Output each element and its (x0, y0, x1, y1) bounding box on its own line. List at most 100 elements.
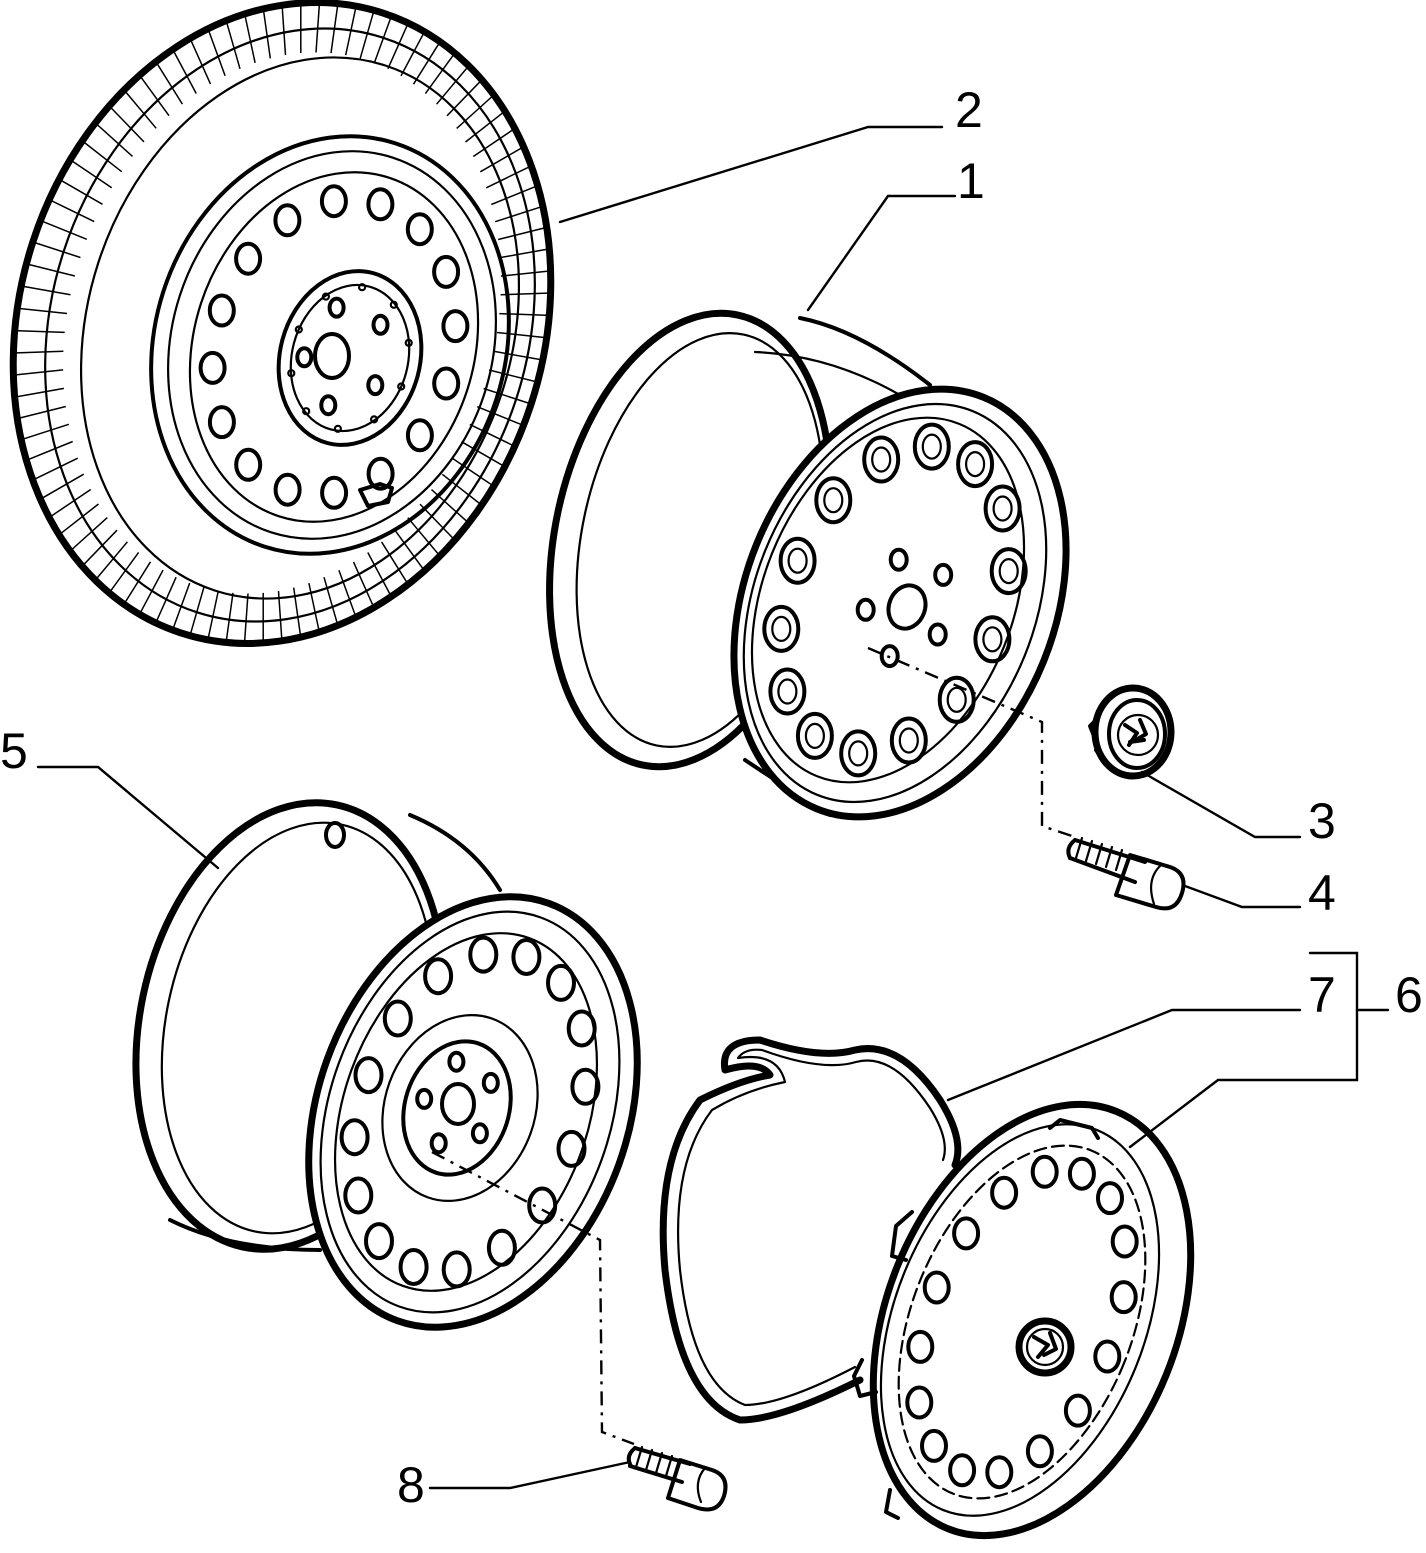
callout-labels: 2 1 3 4 5 7 6 8 (0, 82, 1423, 1513)
alloy-wheel[interactable] (510, 287, 1127, 867)
hubcap-hole (1025, 1434, 1054, 1469)
tread-groove (281, 5, 287, 56)
alloy-window (983, 484, 1022, 533)
hubcap-hole (985, 1455, 1014, 1490)
tread-groove (13, 369, 64, 376)
alloy-bolt-hole (888, 547, 909, 572)
tread-groove (394, 529, 426, 572)
tread-groove (407, 517, 441, 557)
tread-groove (138, 569, 164, 615)
tread-groove (315, 2, 321, 53)
tread-groove (485, 165, 532, 189)
tread-groove (483, 387, 532, 405)
callout-5: 5 (0, 723, 28, 779)
steel-vent-hole (398, 1248, 429, 1286)
alloy-window (814, 476, 853, 525)
tread-groove (58, 503, 99, 536)
tread-groove (373, 15, 393, 64)
alloy-window-inner (921, 433, 942, 460)
callout-4: 4 (1308, 865, 1336, 921)
alloy-window (839, 729, 878, 778)
alloy-window (768, 667, 807, 716)
retaining-ring[interactable] (659, 1036, 962, 1424)
steel-vent-hole (343, 1176, 374, 1215)
tread-groove (123, 561, 152, 605)
alloy-window (889, 716, 928, 765)
center-cap[interactable] (1088, 684, 1175, 780)
hub-dot (397, 382, 406, 391)
steel-vent-hole (486, 1228, 517, 1267)
hub-dot (302, 407, 311, 416)
tread-groove (344, 6, 357, 56)
tread-groove (330, 3, 339, 54)
hub-bolt-hole (295, 346, 314, 369)
tread-groove (469, 423, 516, 447)
alloy-window (912, 422, 951, 471)
steel-wheel-bolt[interactable] (626, 1445, 728, 1512)
steel-vent-hole (527, 1186, 558, 1225)
hubcap-hole (1067, 1156, 1096, 1191)
hub-bolt-hole (327, 296, 346, 319)
wheel-vent-hole (432, 366, 461, 401)
hub-dot (358, 283, 367, 292)
tread-groove (40, 473, 85, 500)
wheel-vent-hole (273, 472, 302, 507)
hubcap-hole (1030, 1154, 1059, 1189)
tread-groove (476, 406, 524, 427)
wheel-vent-hole (234, 241, 263, 276)
tread-groove (155, 576, 177, 624)
tread-groove (69, 517, 108, 552)
steel-bolt-hole (481, 1071, 500, 1094)
tread-groove (277, 590, 283, 641)
tread-groove (412, 41, 441, 85)
callout-8: 8 (397, 1457, 425, 1513)
tyre-wheel-assembly[interactable] (0, 0, 632, 714)
tread-groove (436, 65, 470, 105)
steel-vent-hole (546, 963, 576, 1002)
tread-groove (20, 423, 70, 441)
tread-groove (465, 110, 506, 143)
tread-groove (17, 307, 68, 315)
alloy-window (989, 547, 1028, 596)
steel-vent-hole (441, 1250, 472, 1289)
steel-wheel[interactable] (96, 774, 694, 1374)
tread-groove (108, 551, 140, 594)
tread-groove (491, 185, 538, 206)
tread-groove (498, 226, 547, 241)
alloy-window-inner (848, 740, 869, 767)
tread-groove (207, 590, 220, 640)
tread-groove (488, 369, 538, 383)
steel-bolt-hole (429, 1132, 448, 1155)
hub-dot (370, 415, 379, 424)
hub-bolt-hole (366, 374, 385, 397)
tread-groove (352, 561, 375, 608)
tread-groove (499, 248, 550, 259)
alloy-wheel-bolt[interactable] (1066, 836, 1186, 911)
tread-groove (13, 350, 64, 354)
hubcap-hole (1110, 1224, 1139, 1259)
alloy-window (778, 536, 817, 585)
steel-bolt-hole (415, 1087, 434, 1110)
alloy-window-inner (992, 495, 1013, 522)
tread-groove (441, 473, 483, 506)
hub-bolt-hole (371, 313, 390, 336)
tread-groove (387, 22, 409, 70)
alloy-window (973, 615, 1012, 664)
hubcap[interactable] (813, 1057, 1250, 1553)
tread-groove (424, 52, 456, 95)
tread-groove (14, 387, 65, 398)
tread-groove (472, 127, 516, 158)
tread-groove (138, 74, 170, 117)
tread-groove (243, 13, 256, 64)
alloy-window (762, 604, 801, 653)
alloy-window-inner (898, 727, 919, 754)
hubcap-hole (1093, 1339, 1122, 1374)
wheel-vent-hole (207, 405, 236, 440)
hub-dot (287, 369, 296, 378)
steel-vent-hole (566, 1009, 597, 1048)
tread-groove (26, 440, 73, 461)
tread-groove (225, 592, 234, 643)
steel-vent-hole (556, 1129, 587, 1168)
tread-groove (338, 569, 357, 618)
